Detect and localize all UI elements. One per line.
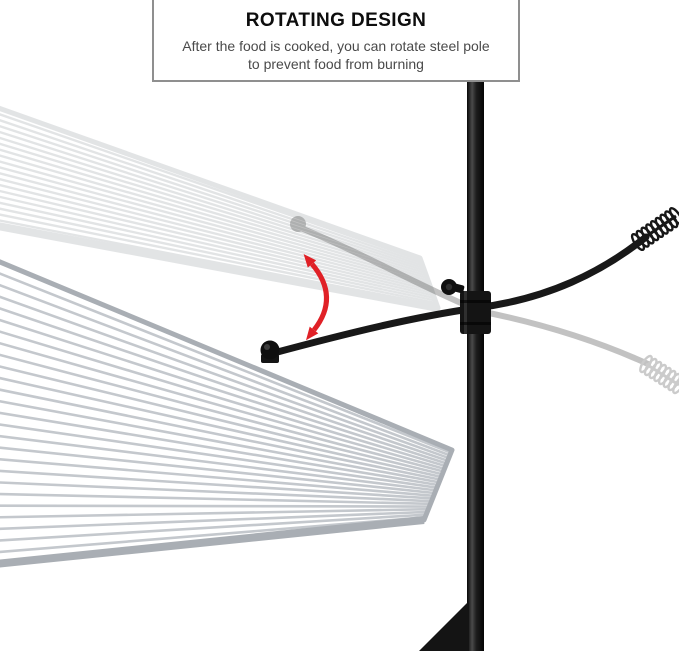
rotation-arrow-head-bottom [306, 326, 319, 341]
callout-subtitle-line2: to prevent food from burning [248, 56, 424, 73]
callout-box: ROTATING DESIGN After the food is cooked… [152, 0, 520, 82]
pole-collar-ridge-top [460, 300, 491, 303]
pole-collar-ridge-bottom [460, 322, 491, 325]
attachment-knob-highlight [264, 344, 270, 350]
ghost-rod-right [481, 309, 651, 367]
pole-collar [460, 291, 491, 334]
collar-knob-center [445, 283, 453, 291]
pole-collar-highlight [464, 291, 467, 334]
collar-knob [441, 279, 465, 295]
ground-stake [419, 601, 469, 651]
callout-title: ROTATING DESIGN [245, 10, 427, 31]
ghost-rod [293, 223, 471, 309]
attachment-knob [260, 340, 280, 363]
ghost-attachment-knob [290, 216, 306, 232]
rotation-arrow-head-top [303, 254, 317, 268]
rotation-arrow-arc [310, 262, 329, 332]
ghost-grill-grate [0, 105, 441, 312]
attachment-knob-cap [260, 340, 280, 360]
grill-grate [0, 259, 455, 568]
callout-subtitle-line1: After the food is cooked, you can rotate… [182, 38, 490, 54]
ghost-spring-handle [639, 354, 679, 395]
ghost-rod-group [290, 216, 679, 395]
rotation-arrow [303, 254, 329, 341]
